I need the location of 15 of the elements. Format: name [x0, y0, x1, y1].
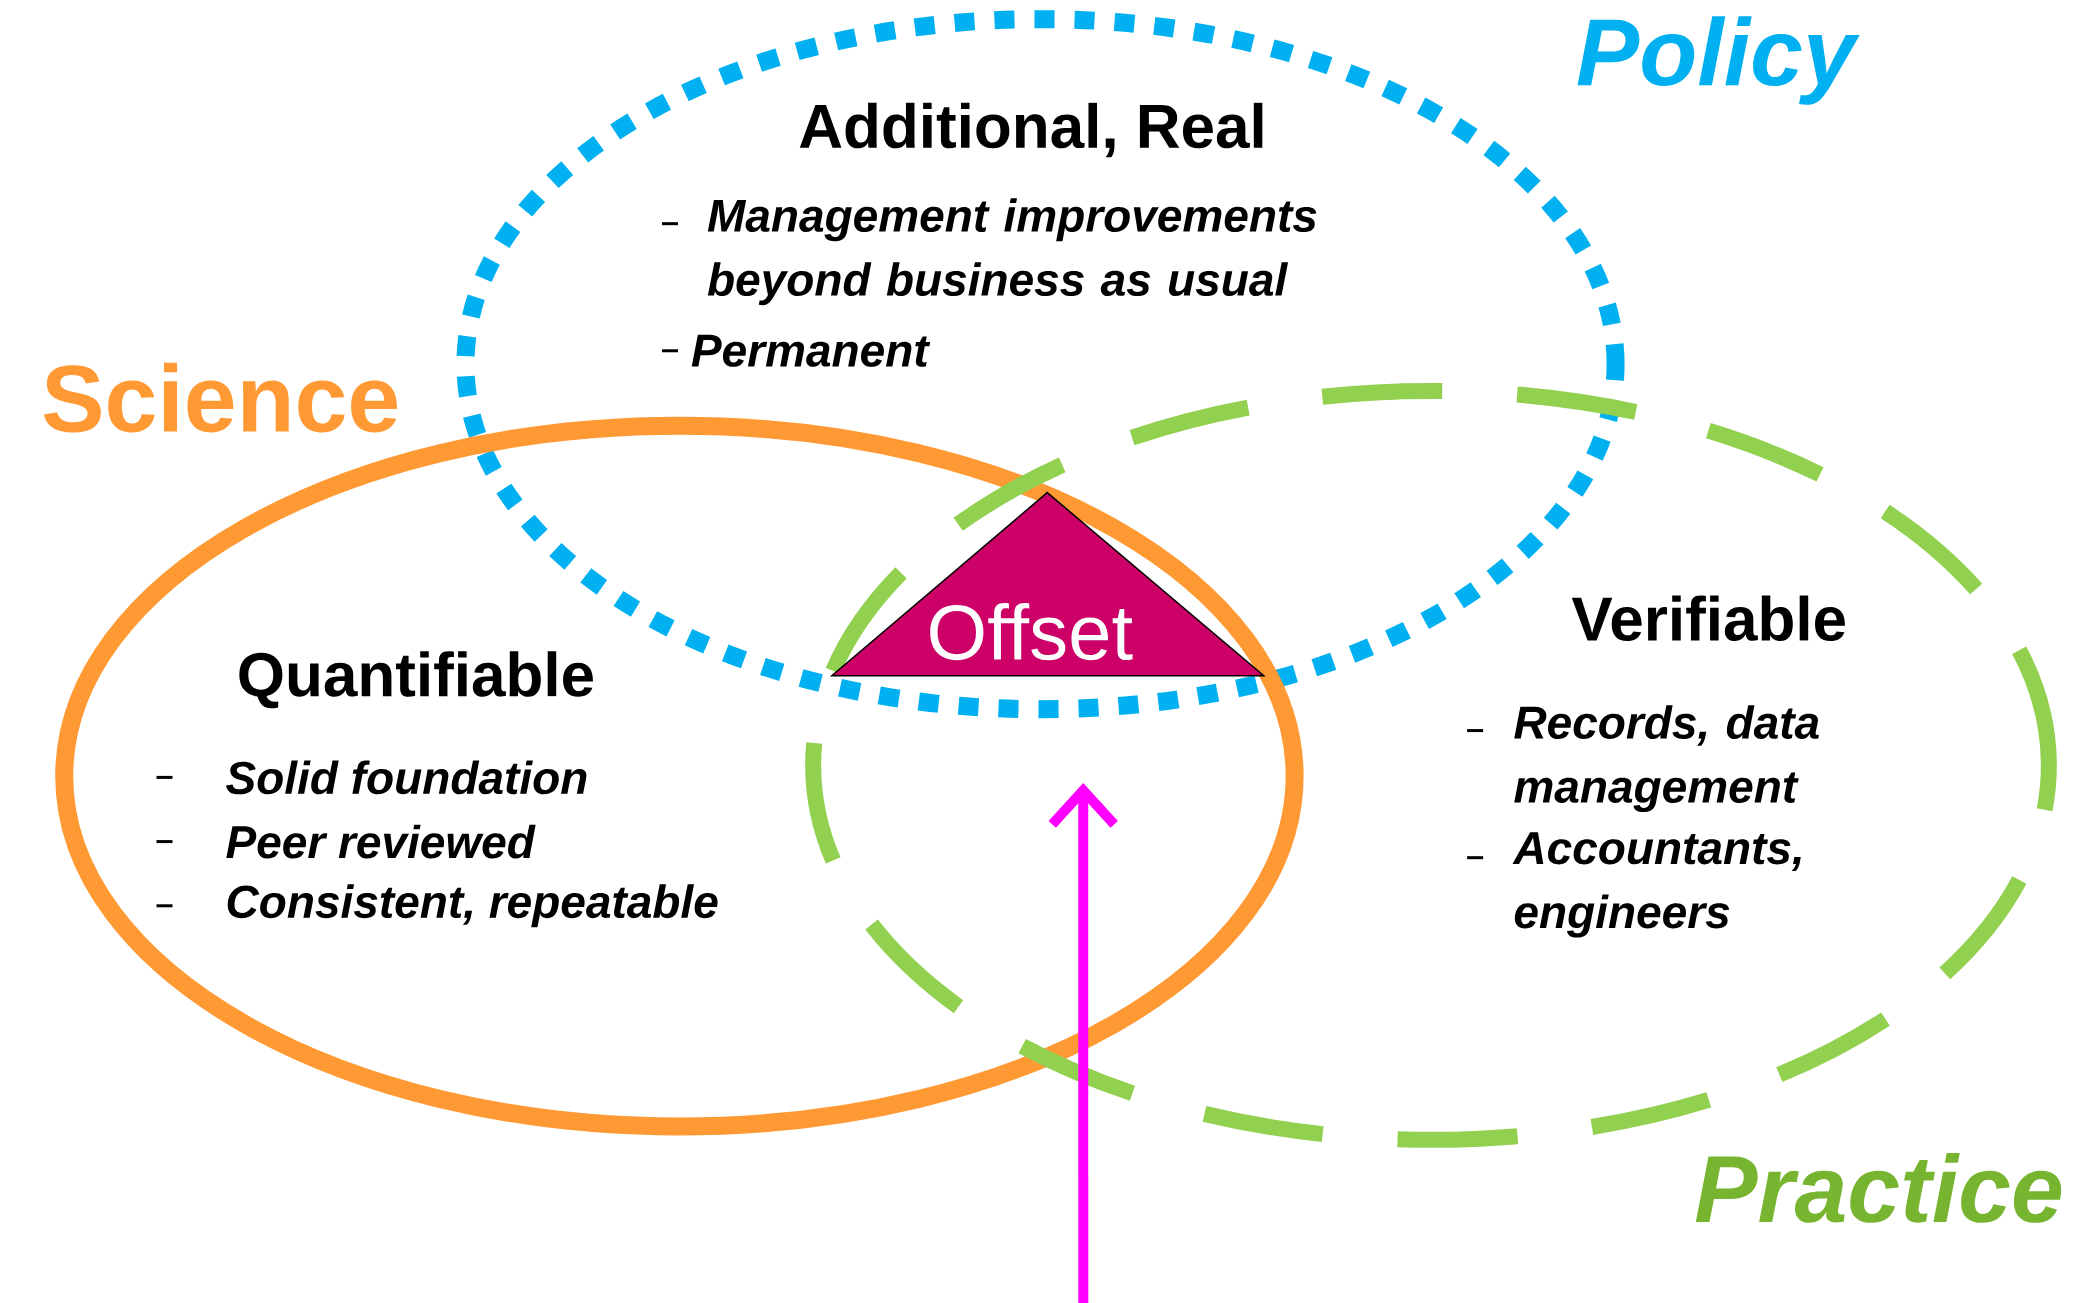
heading: Verifiable: [1571, 595, 1845, 642]
arrow: [1048, 782, 1118, 1303]
circle-label: Science: [43, 362, 397, 433]
bullet-text: Consistent, repeatable: [227, 884, 718, 928]
bullet-text: Accountants, engineers: [1512, 832, 1801, 938]
bullet-text: Records, data management: [1514, 705, 1819, 813]
bullet-text: Peer reviewed: [226, 824, 536, 859]
circle-label: Practice: [1695, 1153, 2062, 1223]
bullet-text: Solid foundation: [226, 760, 587, 795]
heading: Quantifiable: [239, 651, 593, 709]
heading: Additional, Real: [799, 102, 1263, 158]
circle-label: Policy: [1577, 16, 1860, 105]
bullet-text: Permanent: [691, 334, 931, 367]
bullet-text: Management improvements beyond business as usual: [707, 198, 1317, 306]
triangle-label: Offset: [930, 603, 1133, 661]
